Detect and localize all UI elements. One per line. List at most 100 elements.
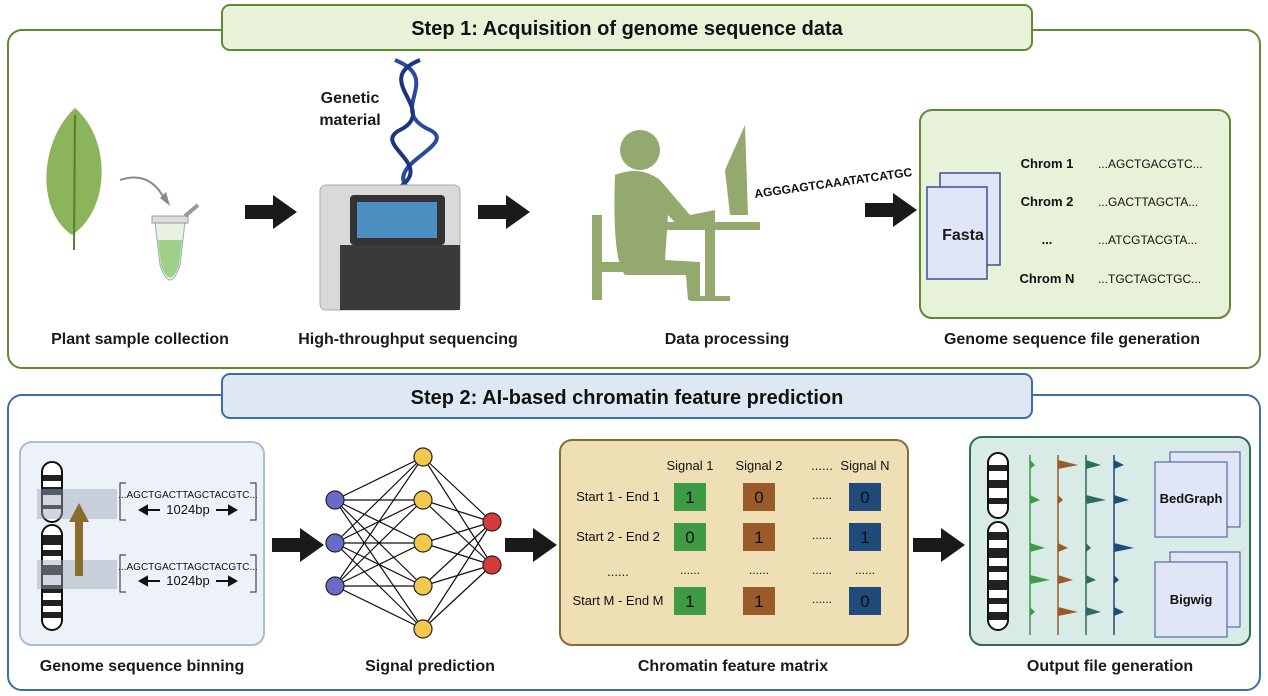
signal-peak	[1058, 543, 1068, 552]
up-arrow-icon	[69, 503, 89, 576]
file-icon	[1154, 561, 1228, 638]
label-sequencing: High-throughput sequencing	[298, 331, 518, 348]
chromosome-icon	[987, 452, 1009, 631]
signal-peak	[1114, 460, 1124, 469]
matrix-cell-value: ......	[855, 563, 875, 577]
matrix-cell	[674, 587, 706, 615]
bigwig-label: Bigwig	[1170, 592, 1213, 607]
nn-edge	[334, 456, 424, 587]
chrom-seq: ...AGCTGACGTC...	[1098, 157, 1203, 171]
matrix-cell-value: ......	[812, 563, 832, 577]
signal-peak	[1086, 495, 1106, 504]
nn-edge	[422, 521, 493, 587]
nn-edge	[334, 542, 424, 587]
matrix-cell	[849, 483, 881, 511]
matrix-cell-value: ......	[812, 488, 832, 502]
nn-node	[413, 490, 433, 510]
chrom-name: Chrom 2	[1021, 194, 1074, 209]
nn-node	[413, 447, 433, 467]
matrix-cell-value: 1	[754, 528, 763, 547]
matrix-cell-value: 0	[860, 488, 869, 507]
genetic-material-label-2: material	[319, 112, 380, 129]
bracket	[119, 554, 257, 593]
matrix-cell-value: ......	[812, 528, 832, 542]
matrix-column-header: Signal 1	[667, 458, 714, 473]
matrix-cell	[849, 523, 881, 551]
binning-panel	[19, 441, 265, 646]
matrix-cell-value: ......	[749, 563, 769, 577]
matrix-cell-value: 0	[685, 528, 694, 547]
dna-icon	[390, 58, 439, 192]
chrom-seq: ...ATCGTACGTA...	[1098, 233, 1197, 247]
matrix-cell-value: ......	[680, 563, 700, 577]
matrix-cell-value: ......	[812, 592, 832, 606]
signal-peak	[1114, 495, 1129, 504]
signal-peak	[1086, 460, 1101, 469]
label-data-processing: Data processing	[665, 331, 789, 348]
nn-node	[413, 576, 433, 596]
matrix-column-header: ......	[811, 458, 833, 473]
matrix-row-label: Start 1 - End 1	[576, 489, 660, 504]
label-signal-prediction: Signal prediction	[365, 658, 495, 675]
nn-node	[325, 533, 345, 553]
nn-node	[482, 555, 502, 575]
nn-node	[413, 533, 433, 553]
bin-sequence: ...AGCTGACTTAGCTACGTC...	[118, 490, 258, 501]
label-plant-sample: Plant sample collection	[51, 331, 229, 348]
nn-edge	[422, 521, 493, 544]
person-computer-icon	[592, 125, 760, 301]
matrix-cell	[743, 483, 775, 511]
signal-peak	[1086, 575, 1096, 584]
bin-size: 1024bp	[166, 573, 209, 588]
fasta-label: Fasta	[942, 227, 984, 244]
chrom-seq: ...TGCTAGCTGC...	[1098, 272, 1201, 286]
signal-peak	[1058, 495, 1063, 504]
file-icon	[1154, 461, 1228, 538]
nn-node	[325, 576, 345, 596]
nn-edge	[334, 585, 424, 630]
signal-peak	[1058, 607, 1078, 616]
nn-node	[325, 490, 345, 510]
chrom-name: Chrom 1	[1021, 156, 1074, 171]
step2-title: Step 2: AI-based chromatin feature predi…	[411, 387, 844, 409]
chromosome-icon	[41, 461, 63, 631]
matrix-cell-value: 1	[685, 592, 694, 611]
signal-peak	[1030, 543, 1045, 552]
matrix-row-label: ......	[607, 564, 629, 579]
matrix-panel	[559, 439, 909, 646]
matrix-cell-value: 0	[754, 488, 763, 507]
signal-peak	[1058, 575, 1073, 584]
signal-peak	[1086, 607, 1101, 616]
nn-edge	[422, 521, 493, 630]
signal-peak	[1114, 543, 1134, 552]
nn-edge	[334, 456, 424, 501]
signal-peak	[1030, 495, 1040, 504]
file-icon	[926, 186, 988, 280]
bracket	[119, 482, 257, 521]
tube-icon	[151, 203, 200, 281]
bin-size: 1024bp	[166, 502, 209, 517]
nn-node	[413, 619, 433, 639]
chrom-name: ...	[1042, 232, 1053, 247]
matrix-cell-value: 0	[860, 592, 869, 611]
signal-peak	[1030, 607, 1035, 616]
fasta-panel	[919, 109, 1231, 319]
signal-peak	[1030, 460, 1035, 469]
signal-peak	[1030, 575, 1050, 584]
step1-title-box	[221, 4, 1033, 51]
matrix-cell	[849, 587, 881, 615]
nn-edge	[422, 456, 493, 523]
neural-network-icon	[325, 447, 502, 639]
leaf-icon	[46, 108, 170, 251]
nn-edge	[334, 499, 424, 587]
matrix-cell	[674, 483, 706, 511]
bin-sequence: ...AGCTGACTTAGCTACGTC...	[118, 562, 258, 573]
matrix-cell	[743, 587, 775, 615]
signal-peak	[1114, 575, 1119, 584]
signal-peak	[1086, 543, 1091, 552]
matrix-cell	[674, 523, 706, 551]
bedgraph-label: BedGraph	[1160, 491, 1223, 506]
nn-node	[482, 512, 502, 532]
